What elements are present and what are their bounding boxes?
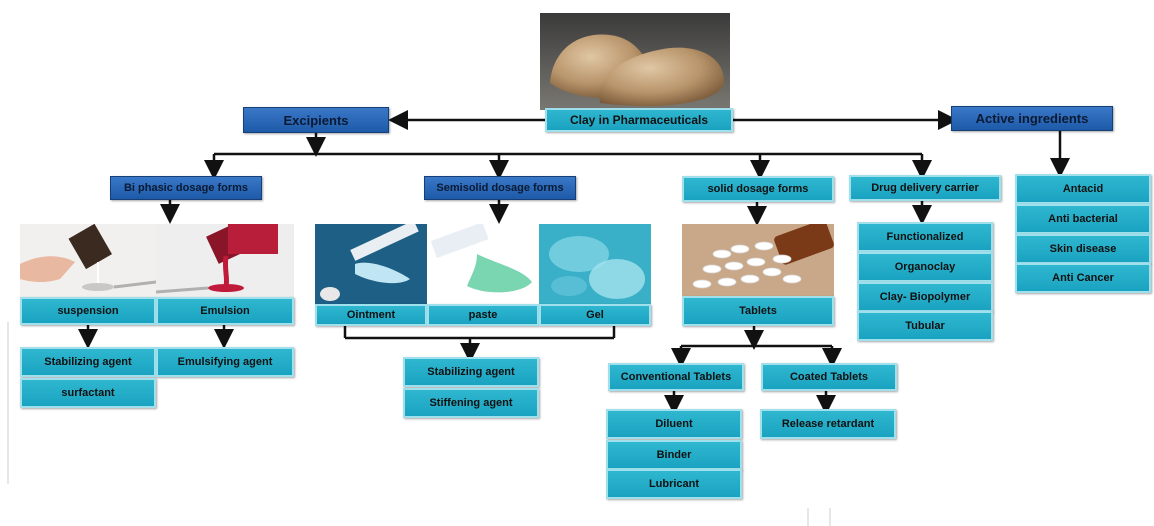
solid-node: solid dosage forms	[682, 176, 834, 202]
emulsion-item: Emulsifying agent	[156, 347, 294, 377]
semisolid-node: Semisolid dosage forms	[424, 176, 576, 200]
excipients-node: Excipients	[243, 107, 389, 133]
conventional-tablets-node: Conventional Tablets	[608, 363, 744, 391]
clay-rocks-image	[540, 13, 730, 110]
biphasic-node: Bi phasic dosage forms	[110, 176, 262, 200]
drug-delivery-item: Functionalized	[857, 222, 993, 252]
emulsion-image	[156, 224, 294, 297]
conventional-item: Binder	[606, 440, 742, 470]
suspension-item: Stabilizing agent	[20, 347, 156, 377]
gel-node: Gel	[539, 304, 651, 326]
active-item: Anti Cancer	[1015, 263, 1151, 293]
conventional-item: Lubricant	[606, 469, 742, 499]
active-item: Skin disease	[1015, 234, 1151, 264]
ointment-image	[315, 224, 427, 305]
tablets-image	[682, 224, 834, 296]
drug-delivery-item: Clay- Biopolymer	[857, 282, 993, 312]
gel-image	[539, 224, 651, 305]
paste-node: paste	[427, 304, 539, 326]
paste-image	[427, 224, 539, 305]
semisolid-item: Stiffening agent	[403, 388, 539, 418]
tablets-node: Tablets	[682, 296, 834, 326]
drug-delivery-item: Tubular	[857, 311, 993, 341]
active-ingredients-node: Active ingredients	[951, 106, 1113, 131]
ointment-node: Ointment	[315, 304, 427, 326]
drug-delivery-item: Organoclay	[857, 252, 993, 282]
conventional-item: Diluent	[606, 409, 742, 439]
suspension-node: suspension	[20, 297, 156, 325]
active-item: Antacid	[1015, 174, 1151, 204]
drug-delivery-node: Drug delivery carrier	[849, 175, 1001, 201]
root-node: Clay in Pharmaceuticals	[545, 108, 733, 132]
semisolid-item: Stabilizing agent	[403, 357, 539, 387]
coated-item: Release retardant	[760, 409, 896, 439]
active-item: Anti bacterial	[1015, 204, 1151, 234]
suspension-image	[20, 224, 156, 297]
emulsion-node: Emulsion	[156, 297, 294, 325]
suspension-item: surfactant	[20, 378, 156, 408]
coated-tablets-node: Coated Tablets	[761, 363, 897, 391]
